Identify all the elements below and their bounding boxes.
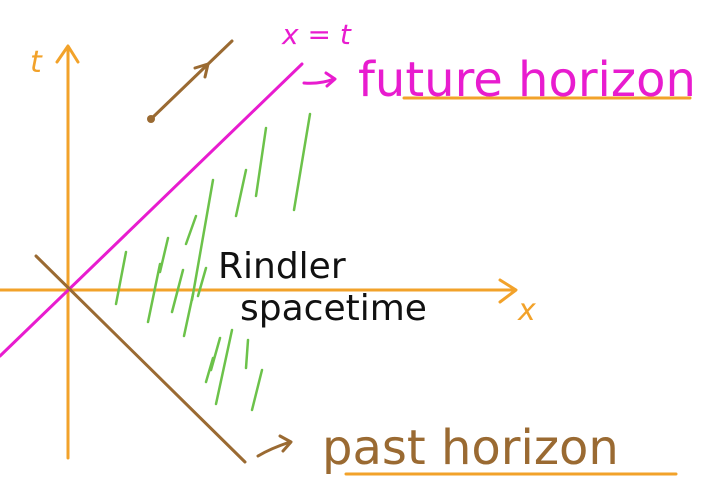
past-horizon-label: past horizon	[322, 420, 619, 476]
future-horizon-line	[0, 62, 304, 358]
t-axis-arrowhead	[55, 44, 80, 64]
shading-stroke	[250, 368, 264, 412]
shading-stroke	[292, 112, 312, 212]
shading-stroke	[146, 262, 162, 324]
shading-stroke	[244, 338, 250, 370]
past-horizon-line	[34, 254, 247, 464]
shading-stroke	[209, 336, 222, 372]
past-horizon-arrow-icon	[256, 434, 293, 458]
worldline	[147, 39, 234, 123]
shading-stroke	[190, 178, 215, 302]
future-horizon-arrow-icon	[302, 71, 337, 88]
region-label-line1: Rindler	[218, 246, 346, 287]
shading-stroke	[114, 250, 128, 306]
future-horizon-label: future horizon	[358, 52, 696, 108]
shading-stroke	[158, 236, 170, 274]
worldline-event-dot	[147, 115, 155, 123]
shading-stroke	[196, 266, 208, 298]
x-axis-arrowhead	[498, 278, 518, 304]
shading-stroke	[214, 328, 234, 406]
t-axis-label: t	[30, 45, 43, 80]
worldline-arrow-icon	[193, 62, 210, 79]
x-axis	[0, 278, 518, 304]
t-axis	[55, 44, 80, 460]
shading-stroke	[184, 214, 198, 246]
shading-stroke	[234, 168, 248, 218]
region-label-line2: spacetime	[240, 288, 427, 329]
shading-stroke	[254, 126, 268, 198]
shading-stroke	[204, 356, 215, 384]
rindler-wedge-shading	[114, 112, 312, 412]
future-line-equation: x = t	[281, 18, 352, 51]
x-axis-label: x	[517, 293, 536, 328]
shading-stroke	[170, 268, 185, 314]
